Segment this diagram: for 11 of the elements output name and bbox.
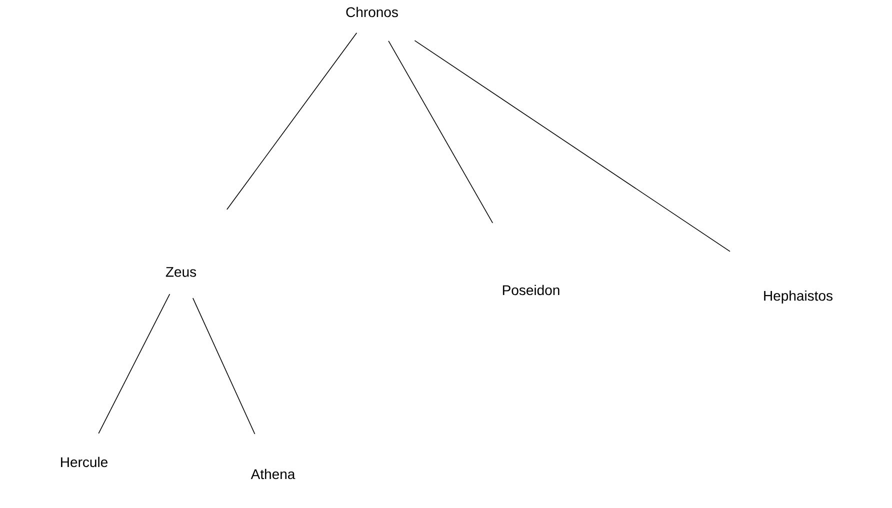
name-label: Zeus xyxy=(166,267,196,277)
tree-line xyxy=(388,40,494,224)
tree-line xyxy=(192,298,256,434)
name-label: Athena xyxy=(250,468,296,480)
name-label: Hephaistos xyxy=(764,290,832,304)
tree-line xyxy=(414,40,730,252)
name-label: Hercule xyxy=(61,456,108,468)
name-label: Chronos xyxy=(346,6,398,18)
name-label: Poseidon xyxy=(502,284,560,296)
tree-line xyxy=(98,294,170,434)
tree-line xyxy=(226,32,358,210)
